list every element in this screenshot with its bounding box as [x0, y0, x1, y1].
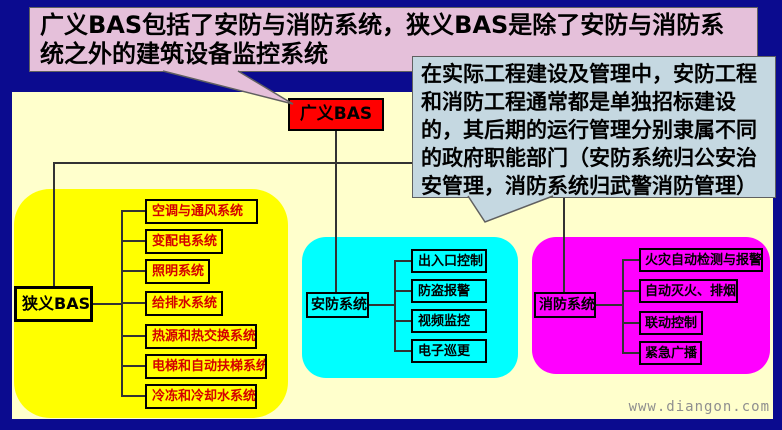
connector-stub: [121, 240, 145, 242]
connector-stub: [394, 290, 411, 292]
connector-stub: [121, 365, 145, 367]
connector-stub: [121, 395, 145, 397]
watermark: www.diangon.com: [628, 399, 770, 415]
connector-to-fire: [563, 162, 565, 293]
fire-item: 自动灭火、排烟: [639, 279, 738, 303]
callout-top: 广义BAS包括了安防与消防系统，狭义BAS是除了安防与消防系统之外的建筑设备监控…: [29, 7, 758, 72]
narrow-bas-item: 照明系统: [145, 259, 210, 284]
narrow-bas-item: 冷冻和冷却水系统: [145, 384, 257, 409]
connector-stub: [121, 270, 145, 272]
fire-item: 联动控制: [639, 311, 703, 335]
branch-label-security: 安防系统: [306, 292, 369, 318]
security-label-connector: [368, 304, 394, 306]
connector-stub: [622, 290, 639, 292]
connector-to-narrow-bas: [53, 162, 55, 287]
narrow-bas-item: 给排水系统: [145, 291, 223, 316]
connector-root-to-security: [335, 131, 337, 293]
narrow-bas-label-connector: [92, 303, 121, 305]
narrow-bas-item: 电梯和自动扶梯系统: [145, 354, 267, 379]
security-spine: [394, 260, 396, 352]
security-item: 防盗报警: [411, 279, 487, 303]
branch-label-narrow-bas: 狭义BAS: [14, 286, 93, 322]
fire-spine: [622, 259, 624, 354]
branch-label-fire: 消防系统: [534, 292, 596, 318]
connector-stub: [622, 352, 639, 354]
security-item: 出入口控制: [411, 249, 487, 273]
connector-stub: [394, 350, 411, 352]
connector-stub: [394, 320, 411, 322]
fire-label-connector: [595, 304, 622, 306]
connector-stub: [121, 302, 145, 304]
narrow-bas-item: 变配电系统: [145, 229, 223, 254]
callout-side: 在实际工程建设及管理中，安防工程和消防工程通常都是单独招标建设的，其后期的运行管…: [412, 56, 776, 198]
fire-item: 火灾自动检测与报警: [639, 248, 763, 272]
security-item: 视频监控: [411, 309, 487, 333]
connector-stub: [121, 210, 145, 212]
fire-item: 紧急广播: [639, 341, 702, 365]
connector-stub: [121, 335, 145, 337]
connector-stub: [394, 260, 411, 262]
connector-horizontal: [53, 162, 566, 164]
connector-stub: [622, 259, 639, 261]
root-node-guangyi-bas: 广义BAS: [288, 98, 384, 131]
narrow-bas-item: 热源和热交换系统: [145, 324, 257, 349]
connector-stub: [622, 322, 639, 324]
narrow-bas-item: 空调与通风系统: [145, 199, 258, 224]
security-item: 电子巡更: [411, 339, 487, 363]
